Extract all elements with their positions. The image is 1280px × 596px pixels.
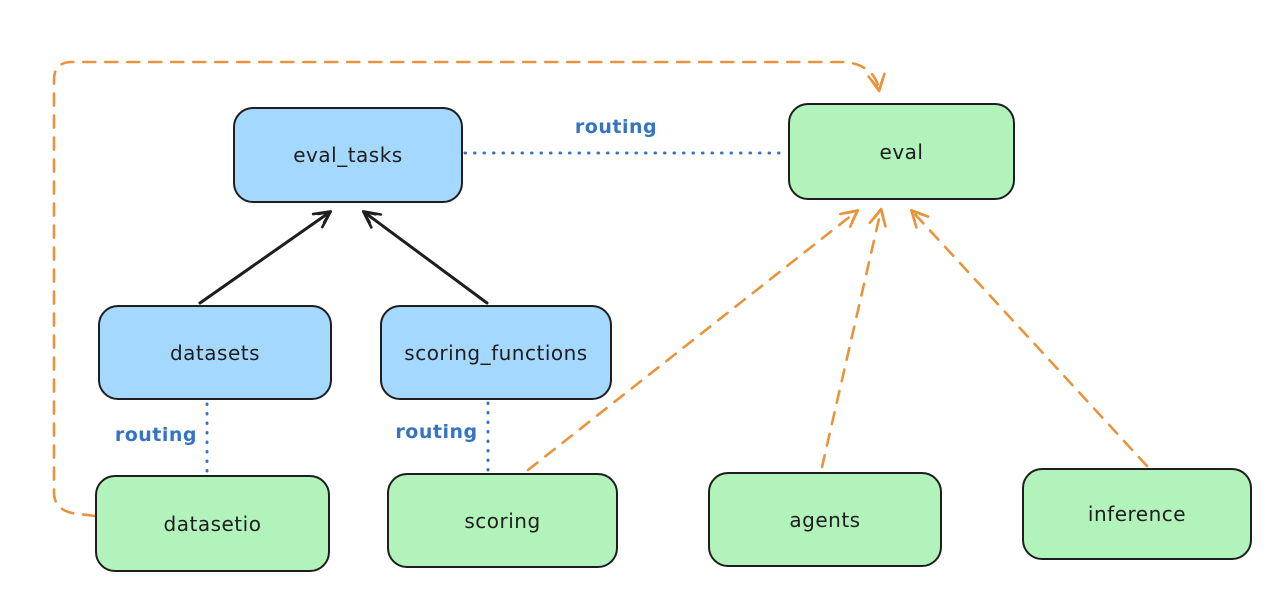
node-scoring-functions: scoring_functions (380, 305, 612, 400)
edge-label-routing-top: routing (574, 116, 658, 138)
node-scoring: scoring (387, 473, 618, 568)
node-datasets: datasets (98, 305, 332, 400)
node-agents-label: agents (789, 507, 861, 532)
node-datasets-label: datasets (169, 340, 261, 365)
edge-datasets-to-eval-tasks (198, 210, 333, 305)
node-eval: eval (788, 103, 1015, 200)
node-agents: agents (708, 472, 942, 567)
edge-label-routing-scoring: routing (395, 421, 478, 443)
edge-scoring-to-eval (526, 209, 860, 472)
edge-label-routing-datasets: routing (114, 424, 197, 446)
node-eval-tasks: eval_tasks (233, 107, 463, 203)
edge-inference-to-eval (910, 208, 1149, 468)
node-datasetio-label: datasetio (163, 511, 262, 536)
edge-scoring-functions-to-eval-tasks (361, 210, 489, 305)
node-inference: inference (1022, 468, 1252, 560)
node-datasetio: datasetio (95, 475, 330, 572)
node-scoring-label: scoring (464, 508, 541, 533)
node-inference-label: inference (1087, 502, 1187, 526)
node-eval-label: eval (879, 139, 924, 164)
node-eval-tasks-label: eval_tasks (293, 143, 403, 167)
node-scoring-functions-label: scoring_functions (404, 340, 588, 365)
edge-agents-to-eval (820, 207, 887, 469)
